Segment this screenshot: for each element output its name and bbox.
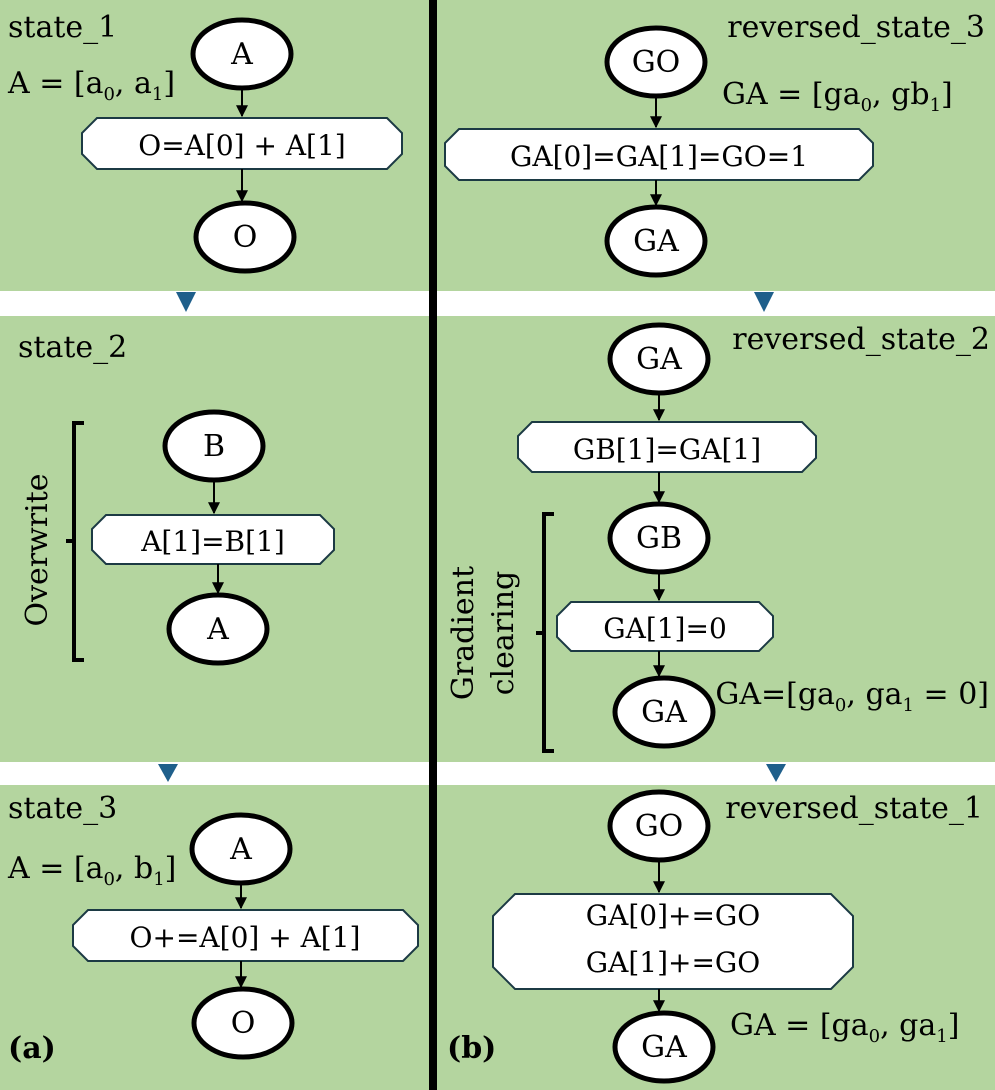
- panel-separator: [429, 0, 437, 1090]
- transition-arrow-a-1-2: [176, 292, 196, 312]
- transition-arrow-b-2-1: [766, 764, 786, 782]
- reversed-state-1-node-ga: [612, 1010, 716, 1084]
- state-3-node-o: [191, 986, 295, 1060]
- state-3-node-a-label: A: [229, 832, 252, 867]
- gradient-clearing-bracket: [536, 512, 554, 753]
- reversed-state-3-title: reversed_state_3: [727, 10, 985, 45]
- state-1-title: state_1: [8, 10, 117, 45]
- reversed-state-3-node-go-label: GO: [632, 45, 681, 80]
- reversed-state-2-op-1-label: GB[1]=GA[1]: [573, 433, 761, 466]
- reversed-state-2-node-gb-label: GB: [636, 521, 682, 556]
- state-2-op-label: A[1]=B[1]: [140, 525, 285, 558]
- reversed-state-3-array-label: GA = [ga0, gb1]: [722, 77, 953, 116]
- reversed-state-2-panel: [437, 316, 995, 762]
- reversed-state-1-title: reversed_state_1: [725, 791, 983, 826]
- state-2-op-box: [91, 514, 335, 565]
- overwrite-bracket: [66, 421, 84, 662]
- reversed-state-2-node-ga-top-label: GA: [636, 342, 682, 377]
- reversed-state-1-op-box: [492, 893, 854, 990]
- reversed-state-2-op-box-2: [556, 601, 774, 652]
- reversed-state-3-node-ga: [604, 204, 708, 278]
- gradient-clearing-label-line-2: clearing: [486, 571, 521, 696]
- reversed-state-3-node-ga-label: GA: [633, 224, 679, 259]
- state-1-node-o: [193, 200, 297, 274]
- state-3-op-box: [72, 909, 419, 962]
- reversed-state-2-node-ga-bottom-label: GA: [641, 695, 687, 730]
- state-2-node-a-label: A: [206, 612, 229, 647]
- transition-arrow-a-2-3: [158, 764, 178, 782]
- reversed-state-2-op-box-1: [517, 421, 817, 473]
- state-1-array-label: A = [a0, a1]: [7, 66, 175, 105]
- reversed-state-1-node-ga-label: GA: [641, 1030, 687, 1065]
- state-1-op-label: O=A[0] + A[1]: [138, 129, 345, 162]
- reversed-state-2-node-ga-bottom: [612, 675, 716, 749]
- state-3-op-label: O+=A[0] + A[1]: [130, 921, 361, 954]
- reversed-state-2-array-label: GA=[ga0, ga1 = 0]: [715, 677, 989, 716]
- reversed-state-3-op-label: GA[0]=GA[1]=GO=1: [510, 140, 808, 173]
- reversed-state-1-array-label: GA = [ga0, ga1]: [730, 1008, 959, 1047]
- state-1-op-box: [81, 117, 403, 170]
- reversed-state-2-op-2-label: GA[1]=0: [603, 612, 727, 645]
- state-3-node-o-label: O: [231, 1006, 256, 1041]
- state-1-node-o-label: O: [233, 220, 258, 255]
- state-3-title: state_3: [8, 791, 117, 826]
- state-2-title: state_2: [18, 330, 127, 365]
- reversed-state-1-op-line-1: GA[0]+=GO: [586, 899, 761, 932]
- gradient-clearing-label-line-1: Gradient: [446, 566, 481, 700]
- state-2-node-b-label: B: [203, 429, 225, 464]
- panel-a-label: (a): [8, 1031, 56, 1066]
- overwrite-label: Overwrite: [20, 473, 55, 626]
- reversed-state-2-title: reversed_state_2: [732, 322, 990, 357]
- state-1-node-a-label: A: [230, 37, 253, 72]
- state-2-node-a: [166, 592, 270, 666]
- reversed-state-1-op-line-2: GA[1]+=GO: [586, 946, 761, 979]
- reversed-state-1-node-go-label: GO: [635, 809, 684, 844]
- state-3-array-label: A = [a0, b1]: [7, 851, 176, 890]
- transition-arrow-b-3-2: [754, 292, 774, 312]
- reversed-state-3-op-box: [444, 128, 874, 181]
- panel-b-label: (b): [447, 1031, 496, 1066]
